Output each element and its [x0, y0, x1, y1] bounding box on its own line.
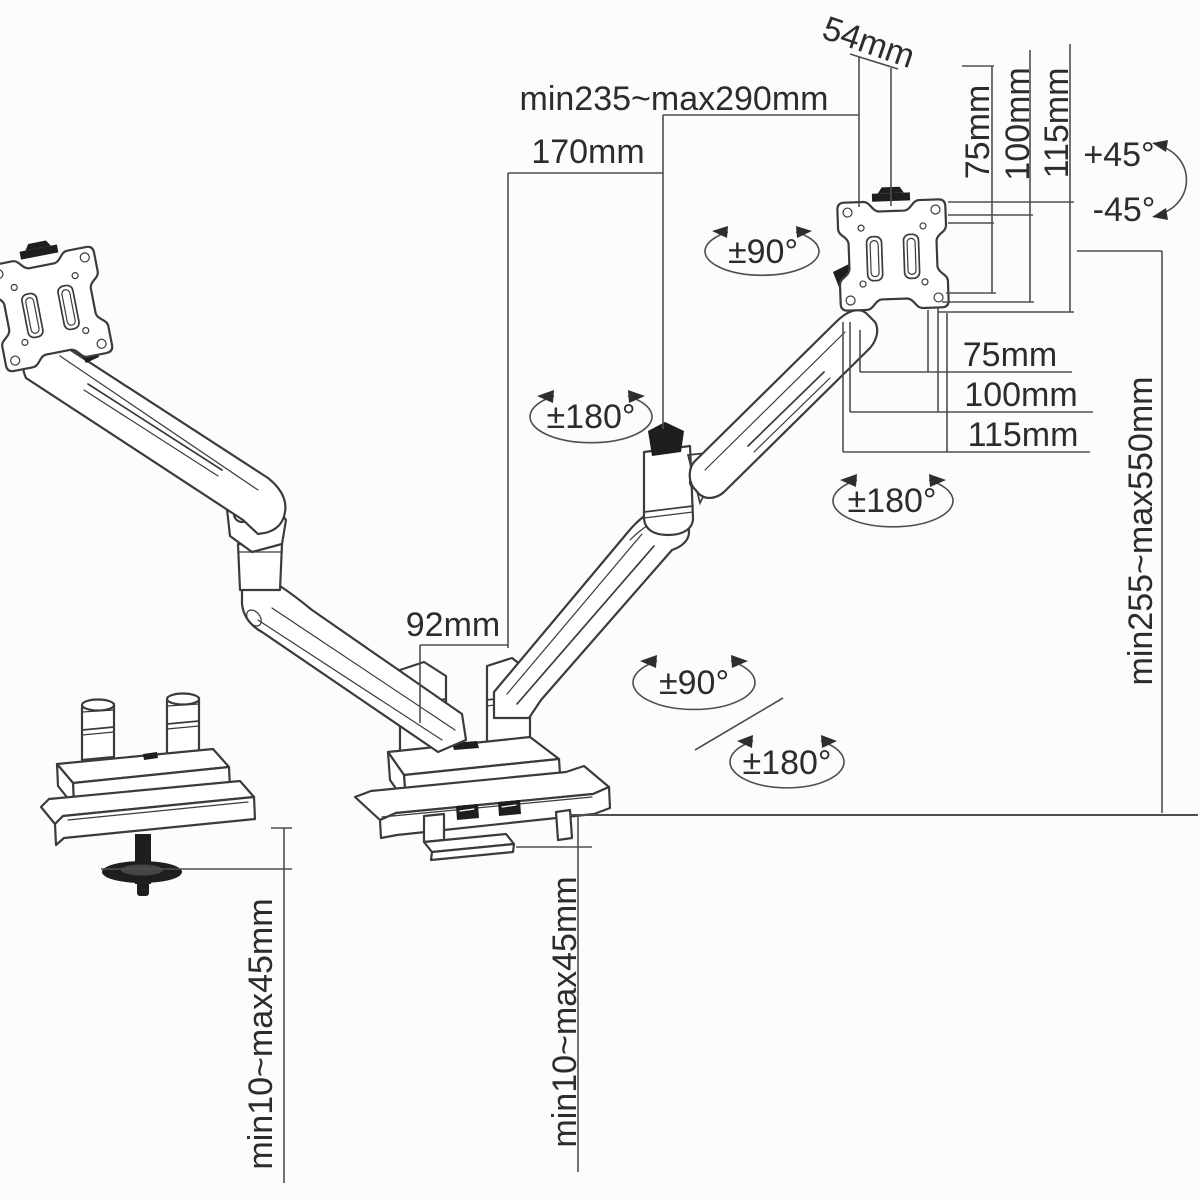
monitor-arm-structure — [0, 184, 950, 896]
rotation-divider-slash — [694, 697, 784, 751]
dim-label-height-range: min255~max550mm — [1122, 377, 1160, 686]
right-upper-arm — [688, 309, 879, 499]
right-lower-arm — [492, 506, 691, 720]
quick-release-tab — [648, 422, 684, 456]
left-lower-arm — [240, 584, 468, 754]
dim-label-upper-arm-length: 170mm — [531, 133, 644, 171]
monitor-pivot-arc — [704, 226, 820, 277]
arm-swivel-arc — [632, 655, 756, 711]
dim-label-vesa-h-115: 115mm — [968, 416, 1079, 454]
rotation-label-vesa-swivel: ±180° — [848, 482, 937, 520]
forearm-swivel-arc — [529, 390, 653, 444]
grommet-mount-detail — [39, 692, 257, 896]
dim-label-vesa-h-75: 75mm — [963, 336, 1057, 374]
rotation-label-forearm-swivel: ±180° — [547, 398, 636, 436]
dim-label-vesa-v-75: 75mm — [959, 85, 997, 179]
clamp-web — [422, 812, 446, 844]
right-vesa-plate — [835, 184, 950, 312]
dimension-lines — [101, 44, 1198, 1183]
dim-label-extension-range: min235~max290mm — [520, 80, 829, 118]
dim-label-arm-offset: 92mm — [406, 606, 500, 644]
left-vesa-plate — [0, 230, 115, 374]
desk-mount-base — [353, 735, 612, 862]
rotation-label-base-swivel: ±180° — [743, 744, 832, 782]
dim-label-vesa-h-100: 100mm — [964, 376, 1077, 414]
dimension-labels: 54mm min235~max290mm 170mm 75mm 100mm 11… — [242, 9, 1160, 1169]
rotation-label-monitor-pivot: ±90° — [728, 233, 798, 271]
tilt-arc — [1152, 140, 1188, 220]
base-swivel-arc — [729, 735, 845, 789]
dim-label-desk-thickness-grommet: min10~max45mm — [242, 898, 280, 1169]
rotation-symbols — [529, 140, 1188, 789]
dim-label-tilt-down: -45° — [1093, 191, 1156, 229]
dim-label-tilt-up: +45° — [1083, 136, 1154, 174]
dim-label-desk-thickness-clamp: min10~max45mm — [546, 876, 584, 1147]
dim-label-tab-width: 54mm — [818, 9, 920, 76]
left-upper-arm — [21, 336, 287, 536]
vesa-swivel-arc — [832, 474, 954, 528]
rotation-label-arm-swivel: ±90° — [659, 664, 729, 702]
dim-label-vesa-v-115: 115mm — [1038, 68, 1076, 179]
dim-label-vesa-v-100: 100mm — [999, 67, 1037, 180]
